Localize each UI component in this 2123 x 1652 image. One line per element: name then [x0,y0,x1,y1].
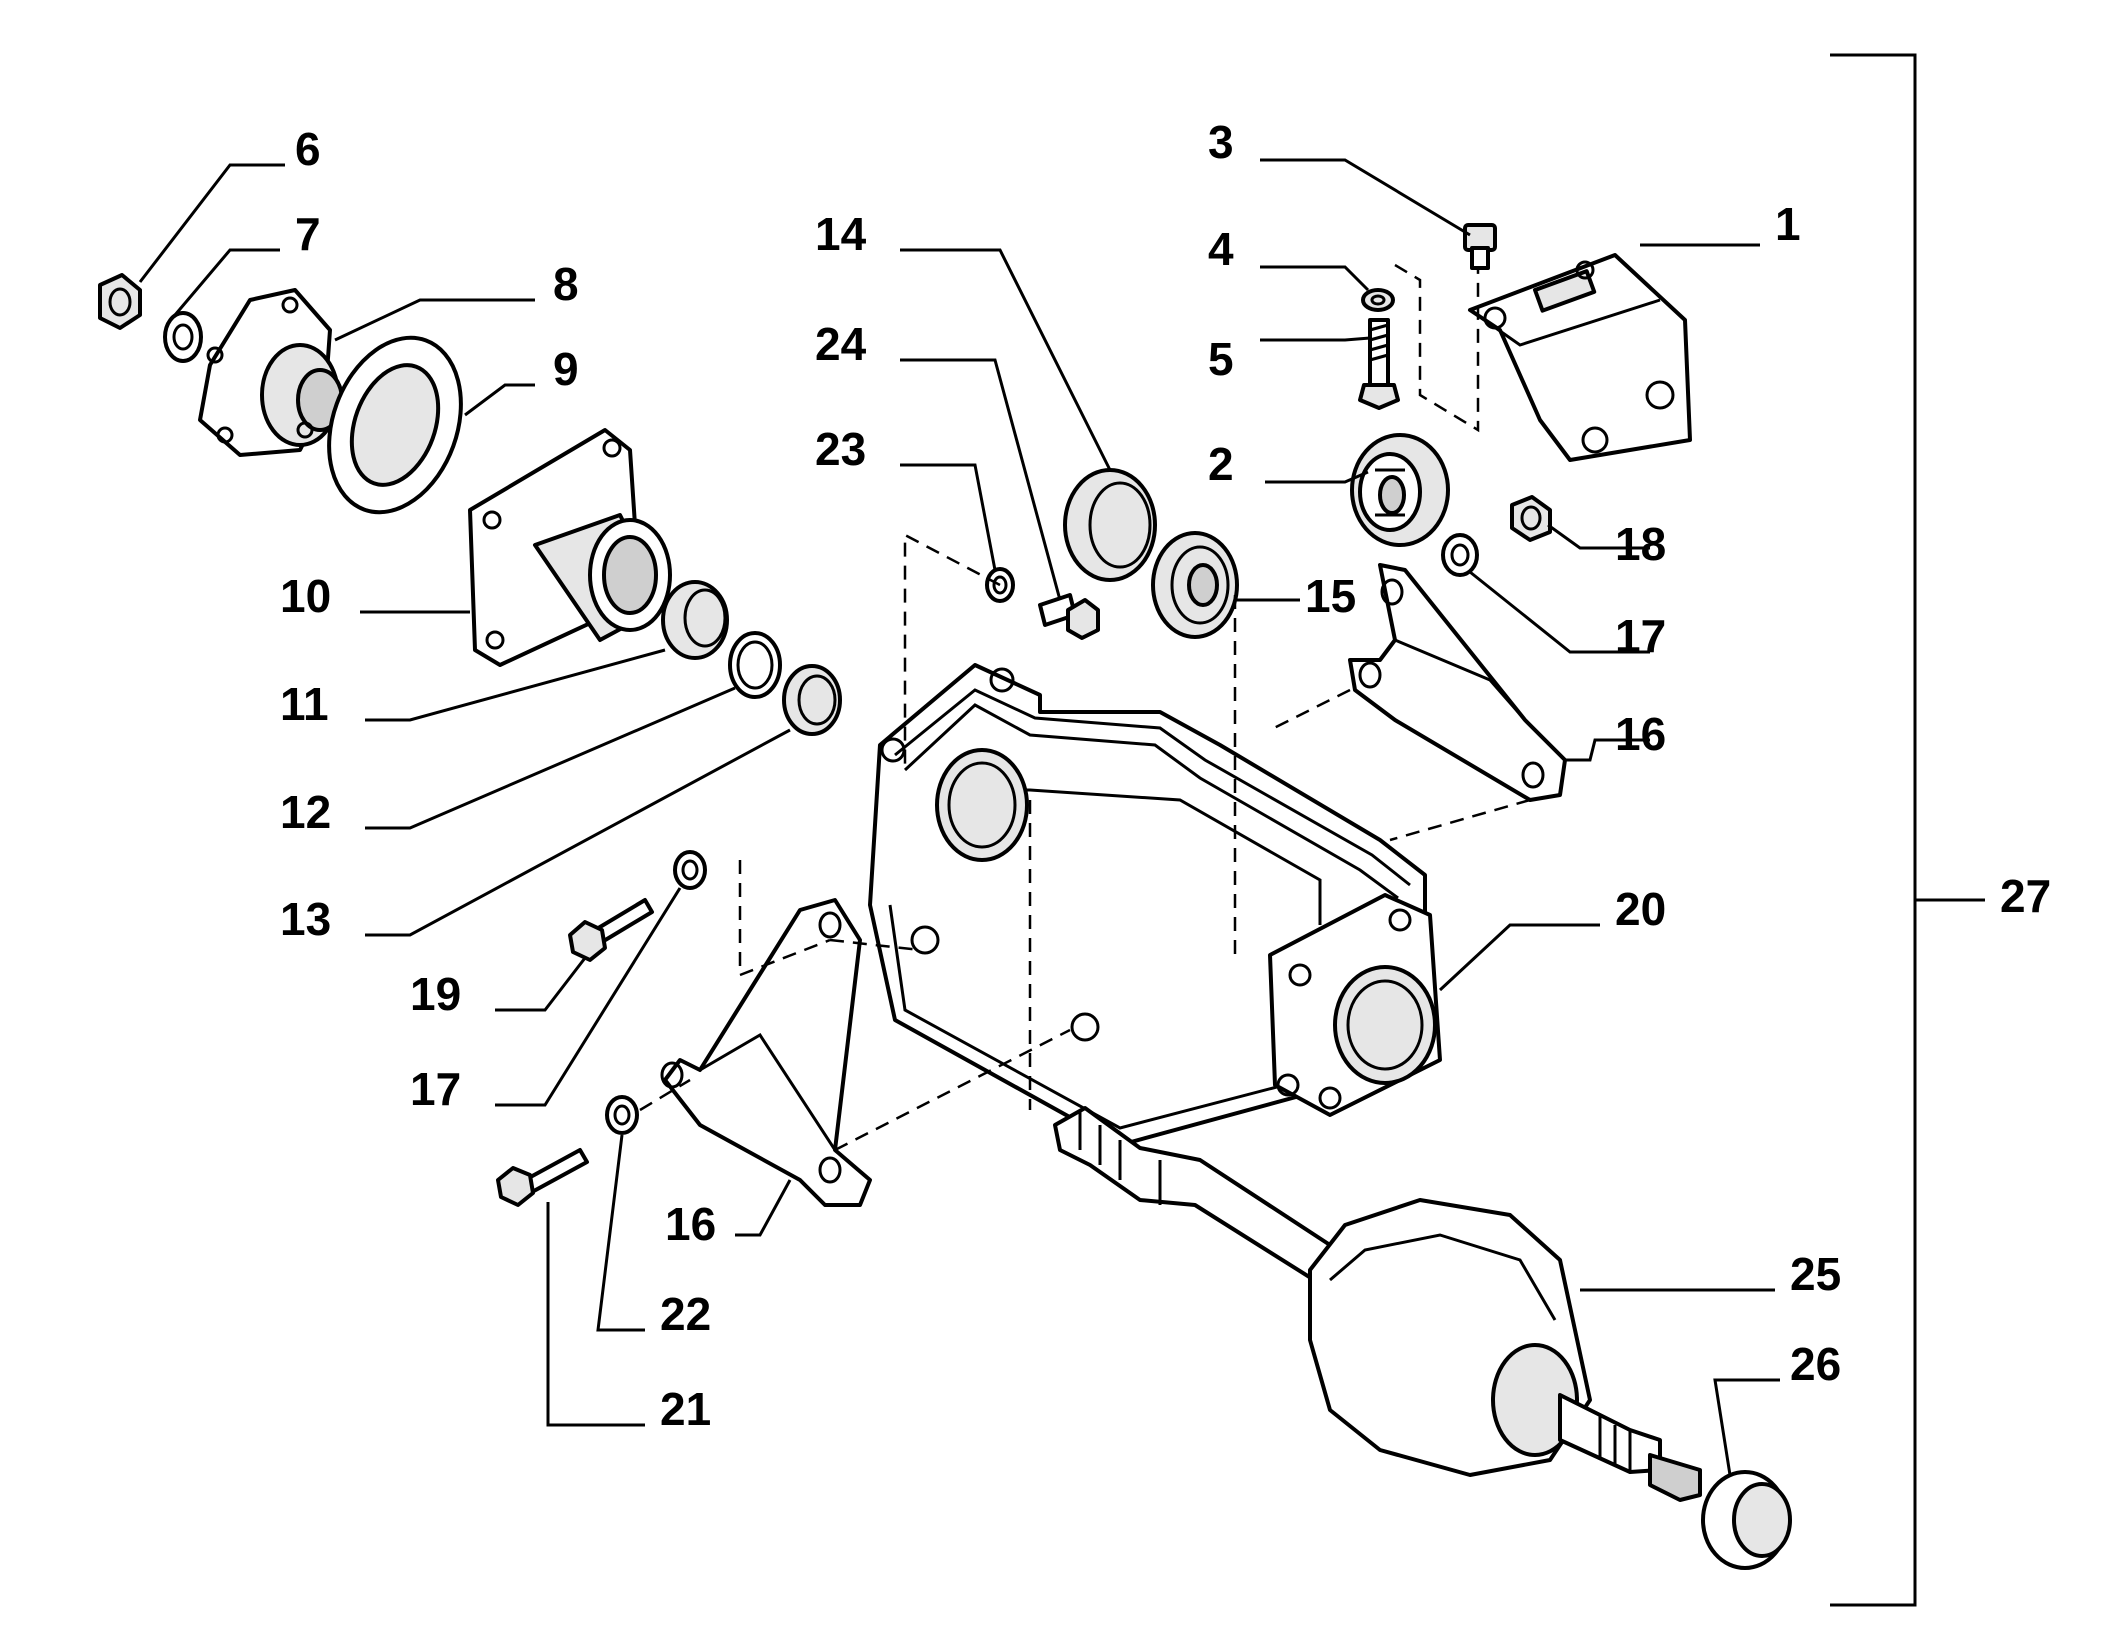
leader-18 [1547,523,1650,550]
callout-2: 2 [1208,438,1234,490]
leader-4 [1260,265,1370,292]
part-11-bush [661,580,729,660]
callout-6: 6 [295,123,321,175]
part-8-flange [198,288,344,457]
callout-17b: 17 [410,1063,461,1115]
callout-26: 26 [1790,1338,1841,1390]
leader-6 [138,163,285,283]
part-18-nut [1510,495,1552,542]
part-24-screw [1038,593,1100,640]
part-15-bearing [1151,531,1239,639]
callout-25: 25 [1790,1248,1841,1300]
leader-19 [495,957,587,1012]
leader-13 [365,728,791,937]
part-17-washer-lower [673,850,707,890]
alignment-line [903,532,1001,770]
callout-16a: 16 [1615,708,1666,760]
callout-18: 18 [1615,518,1666,570]
leader-21 [546,1202,645,1427]
part-16-bracket-lower [660,898,872,1207]
assembly-bracket [1830,53,1985,1607]
alignment-line [1389,798,1531,842]
callout-14: 14 [815,208,867,260]
callout-21: 21 [660,1383,711,1435]
callout-11: 11 [280,678,329,730]
part-22-washer [605,1095,639,1135]
alignment-line [639,1078,691,1112]
part-13-seal-ring [782,664,842,736]
callout-19: 19 [410,968,461,1020]
part-9-gasket [327,335,463,515]
callout-17a: 17 [1615,610,1666,662]
part-12-circlip [728,631,782,699]
leader-7 [173,248,280,316]
leader-16b [735,1179,792,1237]
part-21-bolt [496,1148,589,1207]
alignment-line [1269,688,1351,732]
alignment-line [829,938,921,952]
callout-20: 20 [1615,883,1666,935]
leader-14 [900,248,1112,471]
part-6-nut [98,273,142,330]
leader-8 [334,298,535,342]
alignment-line [1394,263,1480,433]
part-14-seal [1063,468,1157,582]
part-16-bracket-upper [1348,563,1567,802]
leader-2 [1265,470,1369,484]
leader-23 [900,463,997,571]
callout-27: 27 [2000,870,2051,922]
leader-11 [365,648,666,722]
part-5-bolt [1358,318,1400,410]
callout-8: 8 [553,258,579,310]
part-26-cap [1701,1470,1792,1570]
part-1-mount [1468,253,1692,462]
part-20-housing [868,663,1442,1147]
leader-17b [495,887,682,1107]
leader-24 [900,358,1062,601]
callout-12: 12 [280,786,331,838]
callout-10: 10 [280,570,331,622]
leader-26 [1713,1378,1780,1476]
callout-7: 7 [295,208,321,260]
callout-22: 22 [660,1288,711,1340]
part-17-washer-top [1441,533,1479,577]
callout-5: 5 [1208,333,1234,385]
callout-15: 15 [1305,570,1356,622]
callout-16b: 16 [665,1198,716,1250]
leader-5 [1260,336,1371,342]
callout-9: 9 [553,343,579,395]
leader-22 [596,1134,645,1332]
part-25-driveshaft [1053,1106,1702,1502]
alignment-line [834,1028,1071,1152]
leader-3 [1260,158,1471,237]
part-3-bolt [1463,223,1497,270]
part-4-washer [1361,288,1395,312]
leader-12 [365,686,736,830]
part-19-bolt [568,898,654,962]
callout-3: 3 [1208,116,1234,168]
alignment-line [738,860,831,977]
leader-9 [464,383,535,417]
callout-4: 4 [1208,223,1234,275]
callout-23: 23 [815,423,866,475]
callout-1: 1 [1775,198,1801,250]
part-2-rubber-mount [1350,433,1450,547]
callout-24: 24 [815,318,867,370]
leader-16a [1565,738,1650,762]
leader-17a [1469,570,1650,654]
part-7-washer [163,311,203,363]
leader-20 [1438,923,1600,992]
part-10-bearing-housing [468,428,672,667]
callout-13: 13 [280,893,331,945]
